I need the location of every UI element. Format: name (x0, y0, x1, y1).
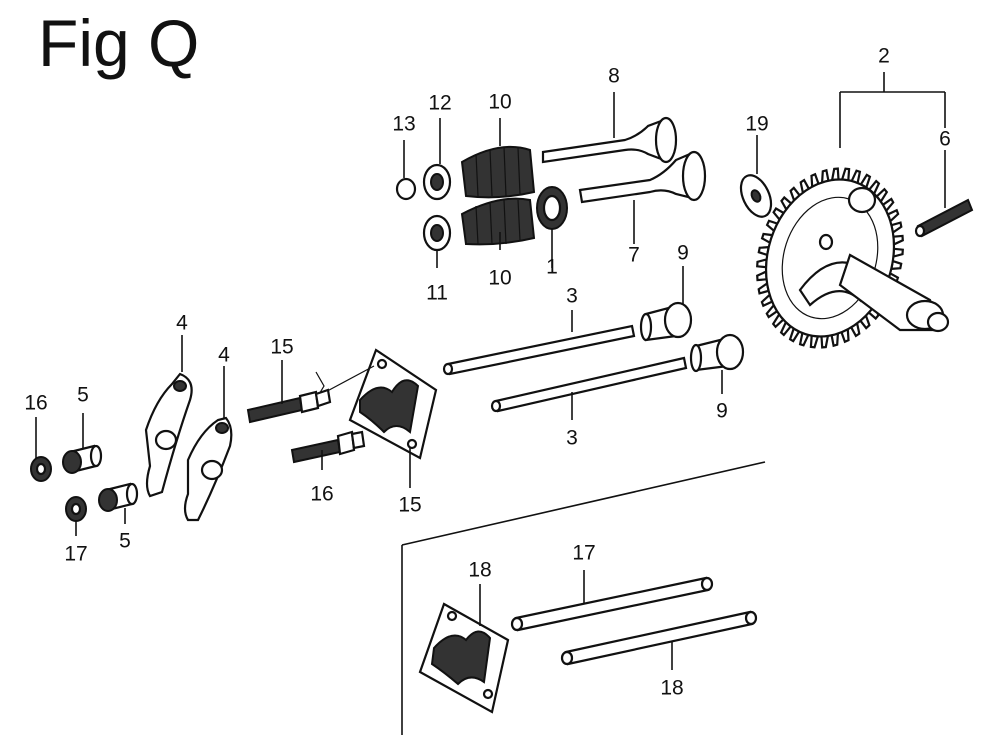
callout-5-lower: 5 (119, 530, 131, 553)
callout-13: 13 (392, 113, 415, 136)
callout-19: 19 (745, 113, 768, 136)
spring-retainer-lower (422, 214, 452, 252)
callout-3-lower: 3 (566, 427, 578, 450)
callout-15-upper: 15 (270, 336, 293, 359)
callout-12: 12 (428, 92, 451, 115)
pivot-nut-upper (30, 456, 52, 482)
callout-8: 8 (608, 65, 620, 88)
callout-10-lower: 10 (488, 267, 511, 290)
tappet-lower (689, 333, 745, 373)
callout-17-upper: 17 (572, 542, 595, 565)
camshaft-gear (756, 167, 950, 349)
callout-11: 11 (426, 282, 448, 305)
callout-18: 18 (468, 559, 491, 582)
valve-stem-seal (536, 186, 568, 230)
callout-6: 6 (939, 128, 951, 151)
tappet-upper (639, 301, 693, 342)
intake-valve (541, 116, 678, 164)
callout-9-upper: 9 (677, 242, 689, 265)
leader-lines (35, 72, 946, 670)
valve-cotter (395, 177, 417, 201)
valve-spring-upper (460, 145, 536, 199)
callout-3-upper: 3 (566, 285, 578, 308)
push-rod-lower (490, 356, 688, 413)
valve-spring-lower (460, 197, 536, 246)
gear-tooth (830, 167, 840, 182)
callout-17-lower: 18 (660, 677, 683, 700)
callout-4-upper: 4 (176, 312, 188, 335)
figure-title: Fig Q (38, 6, 200, 80)
callout-7: 7 (628, 244, 640, 267)
inset-push-rod-upper (510, 576, 714, 632)
rocker-arm-upper (144, 372, 193, 498)
callout-15-lower: 16 (310, 483, 333, 506)
push-rod-upper (442, 324, 636, 376)
pivot-bolt-lower (290, 430, 366, 464)
pivot-bolt-upper (246, 388, 332, 424)
inset-guide-plate (418, 602, 510, 714)
push-rod-guide-plate (315, 348, 438, 460)
callout-16-lower: 17 (64, 543, 87, 566)
callout-14: 15 (398, 494, 421, 517)
rocker-pivot-upper (62, 444, 103, 474)
rocker-pivot-lower (98, 482, 139, 512)
callout-1: 1 (546, 256, 558, 279)
decompressor-spring (914, 198, 974, 238)
callout-9-lower: 9 (716, 400, 728, 423)
inset-push-rod-lower (560, 610, 758, 666)
thrust-washer (739, 174, 773, 218)
callout-2: 2 (878, 45, 890, 68)
rocker-arm-lower (183, 416, 233, 522)
exhaust-valve (578, 150, 707, 204)
inset-frame (401, 461, 766, 735)
callouts: 2 6 8 7 19 13 12 10 10 11 1 9 9 3 3 4 4 … (24, 45, 951, 700)
callout-10-upper: 10 (488, 91, 511, 114)
callout-4-lower: 4 (218, 344, 230, 367)
callout-5-upper: 5 (77, 384, 89, 407)
callout-16-upper: 16 (24, 392, 47, 415)
gear-tooth (820, 334, 830, 349)
spring-retainer-upper (422, 163, 452, 201)
pivot-nut-lower (65, 496, 87, 522)
